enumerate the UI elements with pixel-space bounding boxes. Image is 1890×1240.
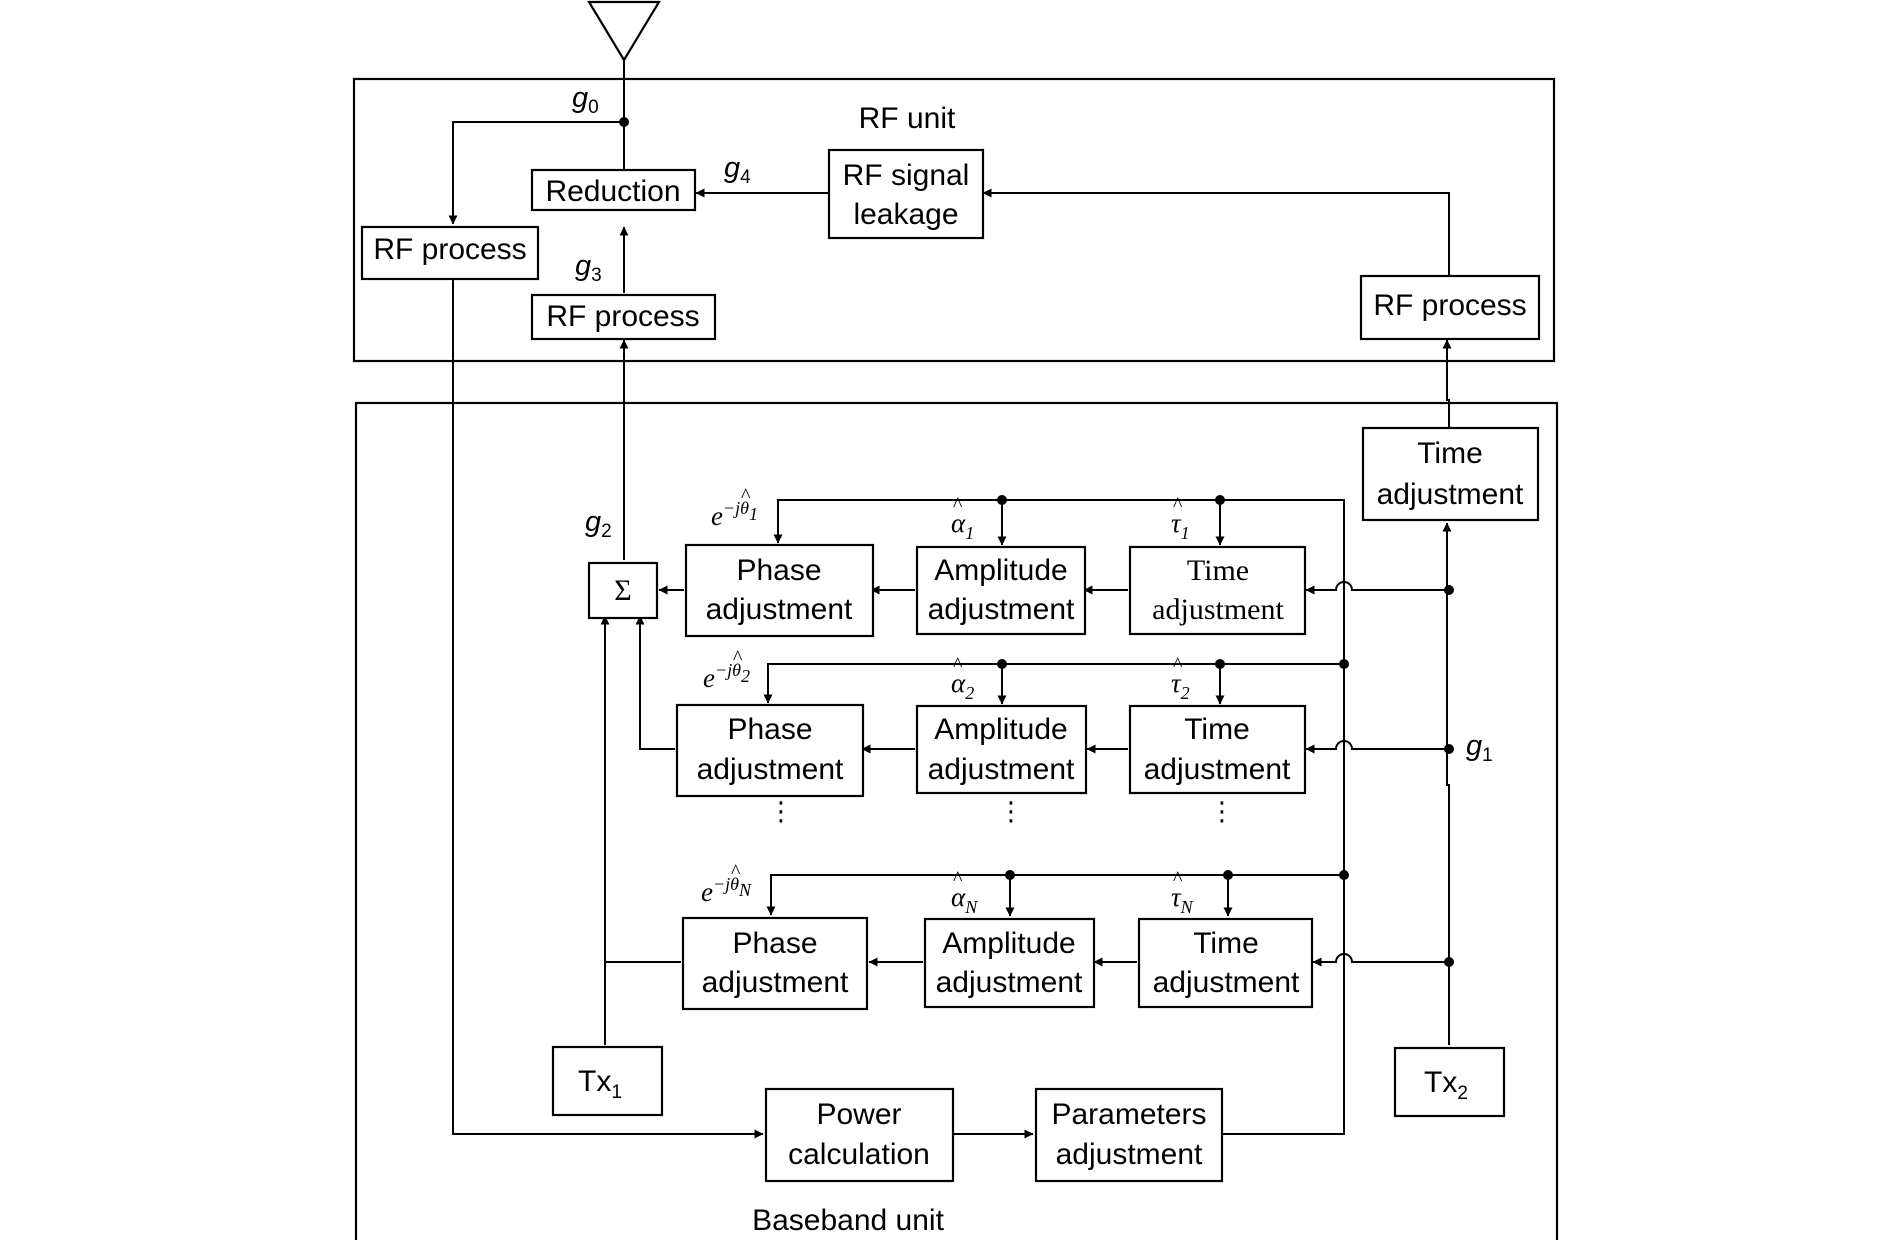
tx1-label: Tx1 — [578, 1065, 622, 1103]
ellipsis-phase: ⋮ — [768, 796, 794, 826]
baseband-unit-frame — [354, 401, 1559, 1240]
time-adjustment-2-label-line1: Time — [1184, 713, 1250, 746]
signal-g1-label: g1 — [1466, 730, 1493, 766]
phase-adjustment-2-label-line2: adjustment — [697, 753, 844, 786]
amplitude-adjustment-n-block — [923, 917, 1096, 1009]
amplitude-adjustment-n-label-line1: Amplitude — [942, 927, 1075, 960]
rf-process-middle-block: RF process — [530, 293, 717, 341]
phase-symbol-2: e−jθ2 — [703, 660, 750, 693]
time-adjustment-top-label-line2: adjustment — [1377, 478, 1524, 511]
phase-adjustment-1-label-line2: adjustment — [706, 593, 853, 626]
tx2-block: Tx2 — [1393, 1046, 1506, 1118]
junction-dots — [619, 117, 1454, 967]
alpha-symbol-2: α2 — [951, 668, 974, 703]
power-calculation-label-line1: Power — [816, 1098, 901, 1131]
phase-adjustment-2-label-line1: Phase — [727, 713, 812, 746]
time-adjustment-top-block: Time adjustment — [1361, 426, 1540, 522]
tau-symbol-n: τN — [1171, 882, 1194, 917]
amplitude-adjustment-1-block — [915, 545, 1087, 636]
tx2-label: Tx2 — [1424, 1066, 1468, 1104]
tau-symbol-1: τ1 — [1171, 508, 1190, 543]
phase-adjustment-1-block — [684, 543, 875, 638]
power-calculation-block: Power calculation — [764, 1087, 955, 1183]
rf-process-right-block: RF process — [1359, 274, 1541, 341]
signal-g0-label: g0 — [572, 82, 599, 118]
rf-signal-leakage-label-line1: RF signal — [843, 159, 970, 192]
parameters-adjustment-label-line1: Parameters — [1051, 1098, 1206, 1131]
branch-n: Phase adjustment Amplitude adjustment Ti… — [681, 916, 1314, 1011]
time-adjustment-n-block — [1137, 917, 1314, 1009]
signal-g2-label: g2 — [585, 506, 612, 542]
baseband-unit-label: Baseband unit — [752, 1204, 944, 1237]
phase-hat-2: ^ — [733, 647, 743, 669]
parameters-adjustment-label-line2: adjustment — [1056, 1138, 1203, 1171]
ellipsis-amplitude: ⋮ — [998, 796, 1024, 826]
tau-symbol-2: τ2 — [1171, 668, 1190, 703]
reduction-label: Reduction — [545, 175, 680, 208]
phase-adjustment-2-block — [675, 703, 865, 798]
sum-symbol: Σ — [614, 574, 631, 607]
alpha-symbol-n: αN — [951, 882, 978, 917]
rf-process-left-block: RF process — [360, 225, 540, 281]
phase-adjustment-n-block — [681, 916, 869, 1011]
phase-symbol-1: e−jθ1 — [711, 498, 758, 531]
time-adjustment-n-label-line1: Time — [1193, 927, 1259, 960]
tx1-block: Tx1 — [551, 1045, 664, 1117]
rf-unit-frame — [352, 77, 1556, 363]
rf-signal-leakage-label-line2: leakage — [853, 198, 958, 231]
reduction-block: Reduction — [530, 168, 697, 212]
amplitude-adjustment-1-label-line2: adjustment — [928, 593, 1075, 626]
rf-process-left-label: RF process — [373, 233, 526, 266]
rf-signal-leakage-block: RF signal leakage — [827, 148, 985, 240]
time-adjustment-1-block — [1128, 545, 1307, 636]
phase-hat-1: ^ — [741, 485, 751, 507]
phase-hat-n: ^ — [731, 861, 741, 883]
parameters-adjustment-block: Parameters adjustment — [1034, 1087, 1224, 1183]
rf-process-middle-label: RF process — [546, 300, 699, 333]
time-adjustment-1-label-line2: adjustment — [1152, 593, 1284, 626]
power-calculation-label-line2: calculation — [788, 1138, 930, 1171]
ellipsis-time: ⋮ — [1209, 796, 1235, 826]
rf-unit-label: RF unit — [859, 102, 956, 135]
time-adjustment-2-block — [1128, 704, 1307, 795]
alpha-hat-n: ^ — [953, 868, 963, 890]
branch-2: Phase adjustment Amplitude adjustment Ti… — [675, 703, 1307, 798]
signal-g4-label: g4 — [724, 152, 751, 188]
rf-process-right-label: RF process — [1373, 289, 1526, 322]
amplitude-adjustment-2-label-line2: adjustment — [928, 753, 1075, 786]
signal-g3-label: g3 — [575, 250, 602, 286]
amplitude-adjustment-n-label-line2: adjustment — [936, 966, 1083, 999]
connection-wires — [448, 58, 1452, 1139]
phase-adjustment-n-label-line1: Phase — [732, 927, 817, 960]
antenna-icon — [587, 0, 661, 63]
phase-symbol-n: e−jθN — [701, 874, 752, 907]
amplitude-adjustment-1-label-line1: Amplitude — [934, 554, 1067, 587]
phase-adjustment-1-label-line1: Phase — [736, 554, 821, 587]
time-adjustment-2-label-line2: adjustment — [1144, 753, 1291, 786]
alpha-hat-1: ^ — [953, 494, 963, 516]
tau-hat-1: ^ — [1173, 494, 1183, 516]
amplitude-adjustment-2-block — [915, 704, 1088, 795]
alpha-symbol-1: α1 — [951, 508, 974, 543]
branch-1: Phase adjustment Amplitude adjustment Ti… — [684, 543, 1307, 638]
amplitude-adjustment-2-label-line1: Amplitude — [934, 713, 1067, 746]
time-adjustment-top-label-line1: Time — [1417, 437, 1483, 470]
phase-adjustment-n-label-line2: adjustment — [702, 966, 849, 999]
tau-hat-2: ^ — [1173, 654, 1183, 676]
time-adjustment-1-label-line1: Time — [1187, 554, 1249, 587]
tau-hat-n: ^ — [1173, 868, 1183, 890]
sum-block: Σ — [587, 561, 659, 620]
time-adjustment-n-label-line2: adjustment — [1153, 966, 1300, 999]
alpha-hat-2: ^ — [953, 654, 963, 676]
